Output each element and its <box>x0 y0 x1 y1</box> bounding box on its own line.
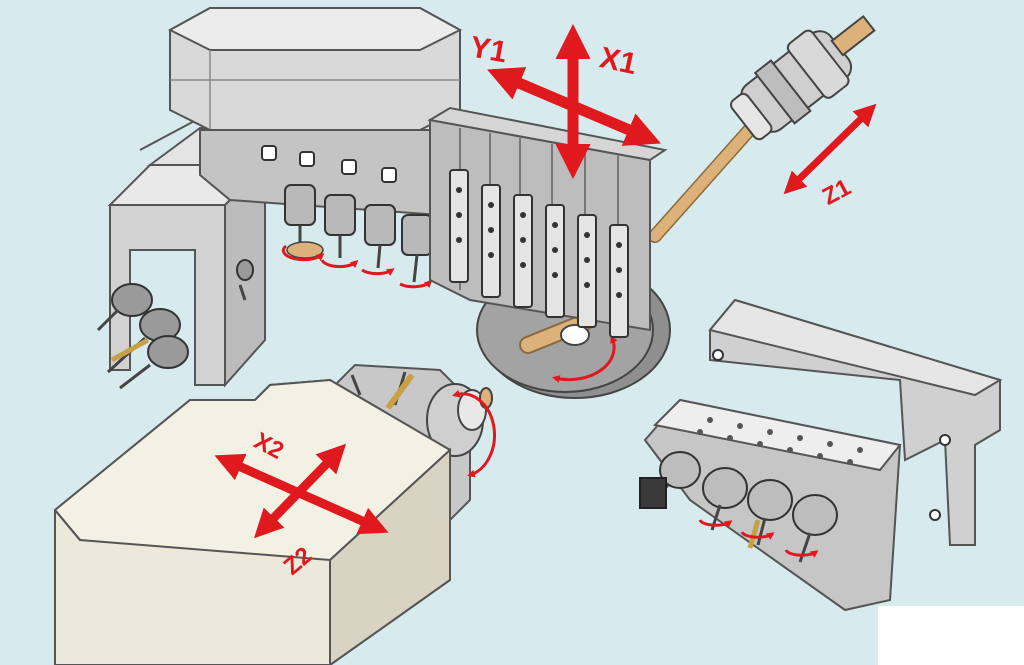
z1-axis-arrow <box>783 103 877 195</box>
blank-corner-patch <box>878 606 1024 665</box>
y1-label: Y1 <box>468 31 510 70</box>
z1-label: Z1 <box>818 174 855 211</box>
gang-tool-plate <box>427 106 671 399</box>
bar-feed-assembly <box>648 14 876 243</box>
bar-stock <box>649 112 766 242</box>
turret-motor-block <box>167 7 463 289</box>
z2-axis-arrow <box>253 443 347 539</box>
axis-arrows <box>214 23 877 539</box>
x1-label: X1 <box>597 41 640 81</box>
back-tool-post <box>639 298 1003 612</box>
